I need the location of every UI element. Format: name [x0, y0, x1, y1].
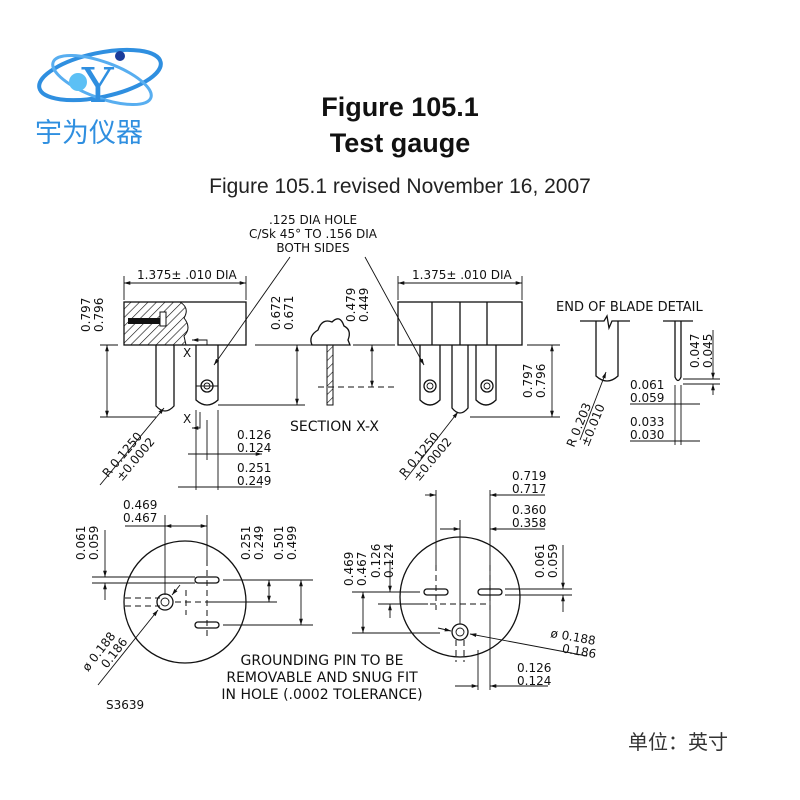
- offset-360: 0.360: [512, 503, 546, 517]
- offset-358: 0.358: [512, 516, 546, 530]
- width-251: 0.251: [237, 461, 271, 475]
- svg-text:0.126: 0.126: [369, 544, 383, 578]
- pin-offset-126: 0.126: [517, 661, 551, 675]
- svg-text:0.124: 0.124: [382, 544, 396, 578]
- svg-text:0.467: 0.467: [355, 552, 369, 586]
- company-logo: Y 宇为仪器: [35, 47, 163, 149]
- svg-text:0.186: 0.186: [561, 641, 597, 661]
- svg-text:0.249: 0.249: [252, 526, 266, 560]
- radius-1250-right: R 0.1250±0.0002: [397, 429, 455, 483]
- blade-tip-059: 0.059: [630, 391, 664, 405]
- radius-1250-left: R 0.1250±0.0002: [100, 429, 158, 483]
- figure-subject: Test gauge: [329, 128, 471, 158]
- svg-text:0.469: 0.469: [342, 552, 356, 586]
- section-x-x: [255, 318, 395, 406]
- width-126: 0.126: [237, 428, 271, 442]
- svg-text:0.796: 0.796: [92, 298, 106, 332]
- svg-text:0.499: 0.499: [285, 526, 299, 560]
- svg-text:IN HOLE (.0002 TOLERANCE): IN HOLE (.0002 TOLERANCE): [221, 687, 422, 703]
- blade-tip-033: 0.033: [630, 415, 664, 429]
- unit-label: 单位：英寸: [628, 732, 728, 754]
- section-mark-top: X: [183, 346, 191, 360]
- side-view-right: [397, 301, 523, 414]
- svg-text:0.047: 0.047: [688, 334, 702, 368]
- svg-text:0.797: 0.797: [79, 298, 93, 332]
- svg-text:0.061: 0.061: [533, 544, 547, 578]
- svg-text:0.796: 0.796: [534, 364, 548, 398]
- svg-text:0.672: 0.672: [269, 296, 283, 330]
- blade-tip-030: 0.030: [630, 428, 664, 442]
- svg-text:Y: Y: [81, 58, 115, 114]
- side-view-left: [123, 301, 247, 412]
- dia-label-right: 1.375± .010 DIA: [412, 268, 513, 282]
- width-124: 0.124: [237, 441, 271, 455]
- svg-text:0.061: 0.061: [74, 526, 88, 560]
- svg-text:GROUNDING PIN TO BE: GROUNDING PIN TO BE: [241, 653, 404, 669]
- figure-title: Figure 105.1: [321, 92, 479, 122]
- svg-text:BOTH SIDES: BOTH SIDES: [276, 241, 349, 255]
- blade-tip-061: 0.061: [630, 378, 664, 392]
- radius-203: R 0.203±0.010: [564, 401, 608, 449]
- svg-text:0.797: 0.797: [521, 364, 535, 398]
- svg-text:.125 DIA HOLE: .125 DIA HOLE: [269, 213, 357, 227]
- svg-text:0.449: 0.449: [357, 288, 371, 322]
- svg-text:C/Sk 45° TO .156 DIA: C/Sk 45° TO .156 DIA: [249, 227, 378, 241]
- offset-467: 0.467: [123, 511, 157, 525]
- svg-text:0.671: 0.671: [282, 296, 296, 330]
- blade-detail: [580, 314, 720, 445]
- offset-719: 0.719: [512, 469, 546, 483]
- drawing-number: S3639: [106, 698, 144, 712]
- svg-text:0.501: 0.501: [272, 526, 286, 560]
- width-249: 0.249: [237, 474, 271, 488]
- blade-detail-title: END OF BLADE DETAIL: [556, 300, 704, 315]
- hole-note: .125 DIA HOLE C/Sk 45° TO .156 DIA BOTH …: [249, 213, 378, 255]
- svg-text:0.045: 0.045: [701, 334, 715, 368]
- svg-text:0.479: 0.479: [344, 288, 358, 322]
- offset-717: 0.717: [512, 482, 546, 496]
- svg-text:0.059: 0.059: [87, 526, 101, 560]
- svg-text:0.059: 0.059: [546, 544, 560, 578]
- svg-text:宇为仪器: 宇为仪器: [35, 118, 143, 149]
- section-label: SECTION X-X: [290, 419, 379, 435]
- dia-label-left: 1.375± .010 DIA: [137, 268, 238, 282]
- svg-text:REMOVABLE AND SNUG FIT: REMOVABLE AND SNUG FIT: [226, 670, 418, 686]
- grounding-note: GROUNDING PIN TO BE REMOVABLE AND SNUG F…: [221, 653, 422, 703]
- svg-text:0.251: 0.251: [239, 526, 253, 560]
- face-view-right: [399, 520, 521, 662]
- pin-offset-124: 0.124: [517, 674, 551, 688]
- section-mark-bottom: X: [183, 412, 191, 426]
- offset-469: 0.469: [123, 498, 157, 512]
- revision-note: Figure 105.1 revised November 16, 2007: [209, 175, 591, 198]
